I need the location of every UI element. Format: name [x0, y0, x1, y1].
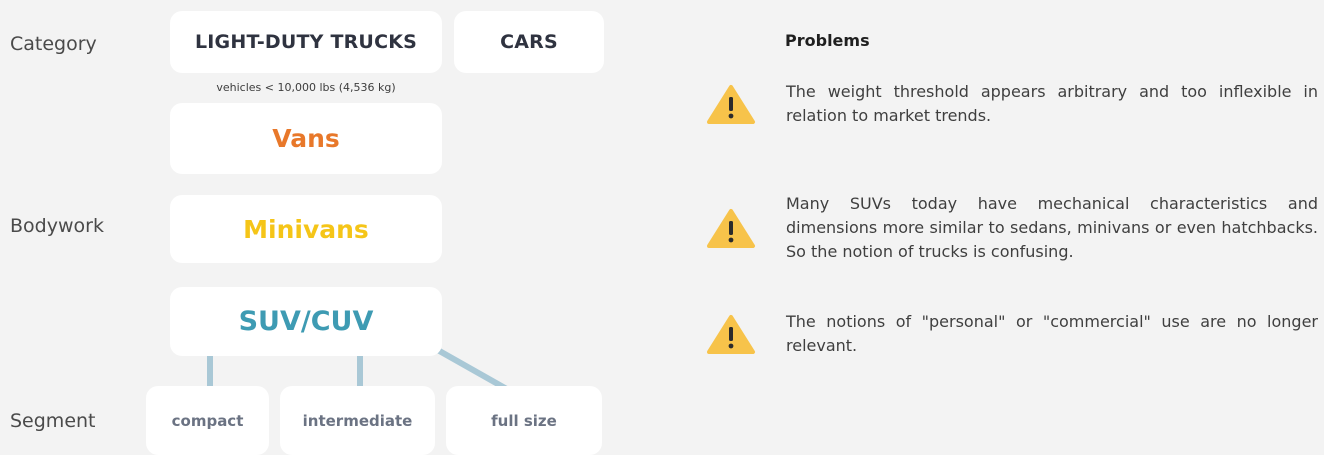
bodywork-minivans: Minivans — [170, 195, 442, 263]
problem-text-2: Many SUVs today have mechanical characte… — [786, 194, 1318, 261]
bodywork-vans: Vans — [170, 103, 442, 174]
problem-item-2: Many SUVs today have mechanical characte… — [706, 192, 1318, 264]
category-light-duty-trucks: LIGHT-DUTY TRUCKS — [170, 11, 442, 73]
row-label-category: Category — [10, 33, 97, 55]
segment-intermediate: intermediate — [280, 386, 435, 455]
segment-compact: compact — [146, 386, 269, 455]
warning-icon — [707, 85, 755, 124]
warning-icon — [707, 209, 755, 248]
problem-item-3: The notions of "personal" or "commercial… — [706, 310, 1318, 358]
problems-title: Problems — [785, 31, 870, 50]
warning-icon — [707, 315, 755, 354]
problem-item-1: The weight threshold appears arbitrary a… — [706, 80, 1318, 128]
segment-full-size: full size — [446, 386, 602, 455]
row-label-bodywork: Bodywork — [10, 215, 104, 237]
problem-text-1: The weight threshold appears arbitrary a… — [786, 82, 1318, 125]
problem-text-3: The notions of "personal" or "commercial… — [786, 312, 1318, 355]
weight-threshold-note: vehicles < 10,000 lbs (4,536 kg) — [216, 81, 396, 94]
row-label-segment: Segment — [10, 410, 96, 432]
bodywork-suv-cuv: SUV/CUV — [170, 287, 442, 356]
category-cars: CARS — [454, 11, 604, 73]
